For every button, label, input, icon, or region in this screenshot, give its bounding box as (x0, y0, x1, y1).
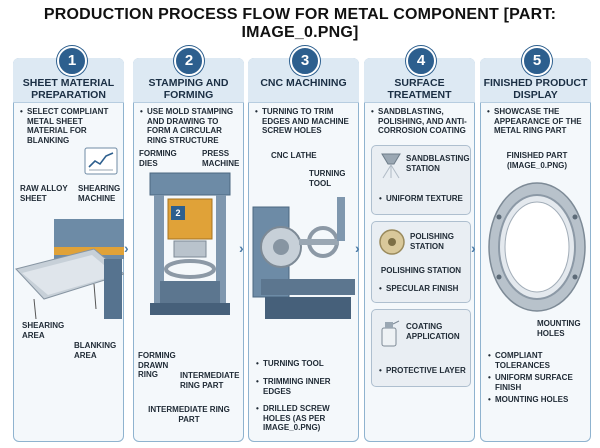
step-4-badge: 4 (406, 46, 436, 76)
cnc-lathe-illustration (252, 197, 355, 319)
step-2-title: STAMPING AND FORMING (148, 77, 229, 101)
shearing-area-label: SHEARING AREA (22, 321, 65, 340)
step-5-title: FINISHED PRODUCT DISPLAY (483, 77, 588, 101)
chart-card-icon (84, 147, 118, 175)
intermediate-ring-label: INTERMEDIATE RING PART (180, 371, 240, 390)
sandblasting-station-label: SANDBLASTING STATION (406, 154, 470, 173)
coating-application-label: COATING APPLICATION (406, 322, 460, 341)
step-5-bottom-bullet-3: MOUNTING HOLES (488, 395, 585, 405)
step-3-bottom-bullet-2: TRIMMING INNER EDGES (256, 377, 353, 396)
step-4-title: SURFACE TREATMENT (387, 77, 452, 101)
flow-arrow-2: › (239, 240, 244, 256)
spray-nozzle-icon (381, 153, 401, 179)
step-1-title: SHEET MATERIAL PREPARATION (22, 77, 115, 101)
stamping-press-illustration (149, 172, 231, 315)
step-3-panel: CNC MACHINING TURNING TO TRIM EDGES AND … (248, 58, 359, 442)
press-machine-label: PRESS MACHINE (202, 149, 240, 168)
step-3-title: CNC MACHINING (260, 77, 347, 89)
cnc-lathe-label: CNC LATHE (271, 151, 317, 160)
step-2-badge: 2 (174, 46, 204, 76)
step-3-bullet: TURNING TO TRIM EDGES AND MACHINE SCREW … (255, 107, 354, 136)
metal-ring-part-illustration (488, 182, 586, 312)
step-2-bullet: USE MOLD STAMPING AND DRAWING TO FORM A … (140, 107, 239, 145)
polishing-wheel-icon (379, 229, 405, 255)
step-3-bottom-bullet-3: DRILLED SCREW HOLES (AS PER IMAGE_0.PNG) (256, 404, 353, 433)
mounting-holes-label: MOUNTING HOLES (537, 319, 581, 338)
polishing-station-label: POLISHING STATION (410, 232, 455, 251)
protective-layer-label: PROTECTIVE LAYER (379, 366, 468, 376)
step-5-badge: 5 (522, 46, 552, 76)
step-4-panel: SURFACE TREATMENT SANDBLASTING, POLISHIN… (364, 58, 475, 442)
intermediate-ring-bottom-label: INTERMEDIATE RING PART (148, 405, 230, 424)
flow-arrow-1: › (124, 240, 129, 256)
step-3-bottom-bullet-1: TURNING TOOL (256, 359, 353, 369)
step-3-badge: 3 (290, 46, 320, 76)
step-2-panel: STAMPING AND FORMING USE MOLD STAMPING A… (133, 58, 244, 442)
step-5-bottom-bullet-1: COMPLIANT TOLERANCES (488, 351, 585, 370)
step-1-panel: SHEET MATERIAL PREPARATION SELECT COMPLI… (13, 58, 124, 442)
polishing-station-card: POLISHING STATION POLISHING STATION SPEC… (371, 221, 471, 303)
blanking-area-label: BLANKING AREA (74, 341, 117, 360)
uniform-texture-label: UNIFORM TEXTURE (379, 194, 468, 204)
press-number-badge: 2 (171, 206, 185, 220)
step-5-panel: FINISHED PRODUCT DISPLAY SHOWCASE THE AP… (480, 58, 591, 442)
raw-sheet-label: RAW ALLOY SHEET (20, 184, 68, 203)
shearing-machine-illustration (15, 219, 124, 320)
step-4-bullet: SANDBLASTING, POLISHING, AND ANTI-CORROS… (371, 107, 470, 136)
sandblasting-station-card: SANDBLASTING STATION UNIFORM TEXTURE (371, 145, 471, 215)
turning-tool-label: TURNING TOOL (309, 169, 346, 188)
flow-arrow-3: › (355, 240, 360, 256)
page-title: PRODUCTION PROCESS FLOW FOR METAL COMPON… (43, 6, 557, 41)
step-1-badge: 1 (57, 46, 87, 76)
coating-station-card: COATING APPLICATION PROTECTIVE LAYER (371, 309, 471, 387)
forming-dies-label: FORMING DIES (139, 149, 177, 168)
forming-drawn-ring-label: FORMING DRAWN RING (138, 351, 176, 379)
specular-finish-label: SPECULAR FINISH (379, 284, 468, 294)
flow-arrow-4: › (471, 240, 476, 256)
spray-bottle-icon (381, 320, 400, 347)
step-5-bullet: SHOWCASE THE APPEARANCE OF THE METAL RIN… (487, 107, 586, 136)
polishing-station-caption: POLISHING STATION (380, 266, 462, 275)
step-5-bottom-bullet-2: UNIFORM SURFACE FINISH (488, 373, 585, 392)
finished-part-label: FINISHED PART (IMAGE_0.PNG) (506, 151, 568, 170)
shearing-machine-label: SHEARING MACHINE (78, 184, 121, 203)
step-1-bullet: SELECT COMPLIANT METAL SHEET MATERIAL FO… (20, 107, 119, 145)
